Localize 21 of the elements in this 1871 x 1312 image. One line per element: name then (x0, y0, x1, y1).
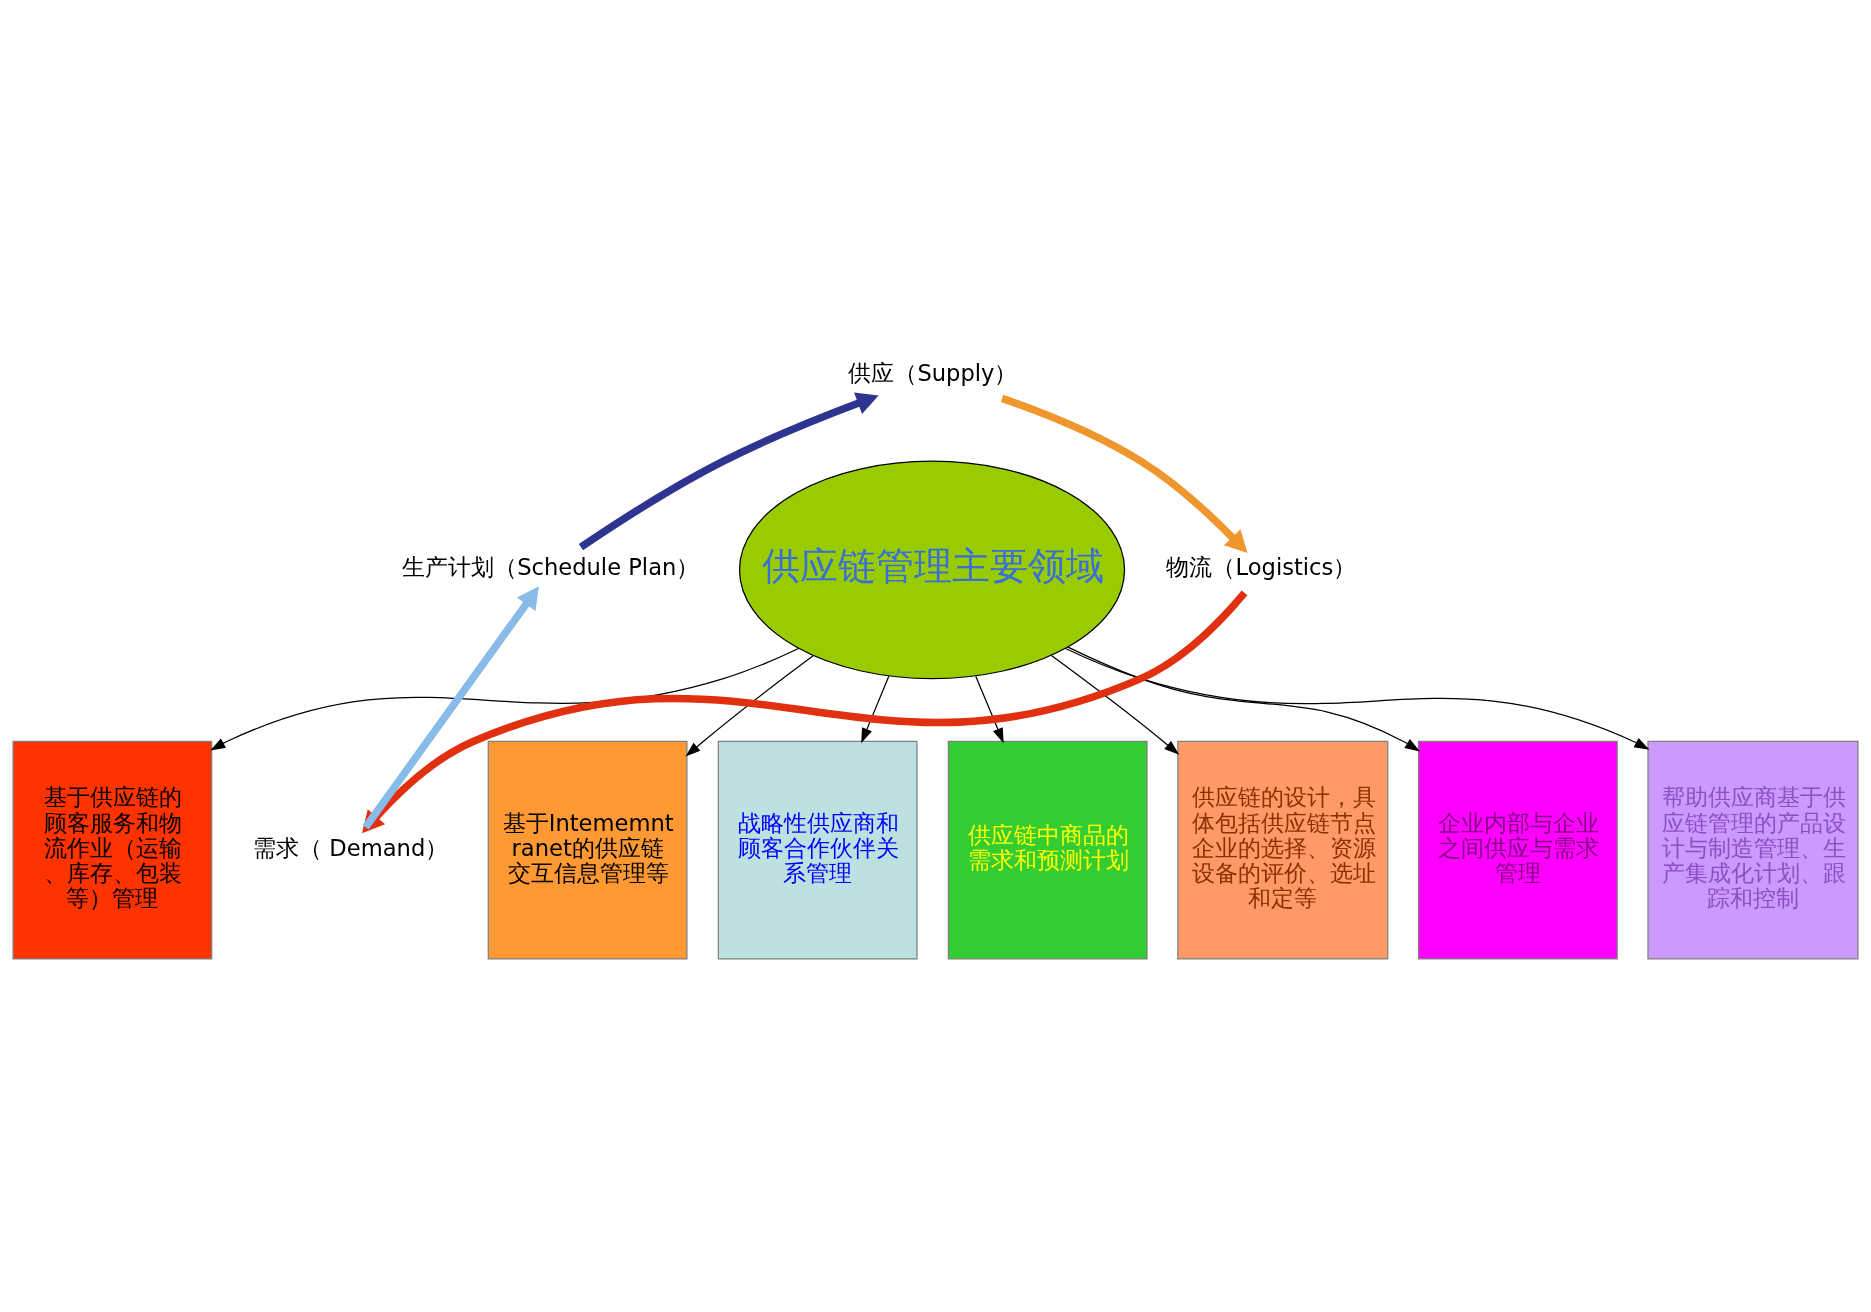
arrow (975, 675, 1004, 744)
arrow (1064, 647, 1650, 750)
node-box: 战略性供应商和顾客合作伙伴关系管理 (717, 740, 918, 960)
node-box: 供应链的设计，具体包括供应链节点企业的选择、资源设备的评价、选址和定等 (1177, 740, 1389, 960)
arrow (362, 586, 539, 830)
node-text: 生产计划（Schedule Plan） (402, 554, 700, 581)
node-box: 企业内部与企业之间供应与需求管理 (1417, 740, 1618, 960)
arrow (685, 655, 814, 757)
arrow (578, 392, 879, 551)
node-text: 需求（ Demand） (253, 834, 449, 861)
node-text: 物流（Logistics） (1166, 554, 1357, 581)
node-box: 帮助供应商基于供应链管理的产品设计与制造管理、生产集成化计划、跟踪和控制 (1647, 740, 1859, 960)
arrow (1050, 655, 1180, 755)
arrow (861, 675, 890, 744)
node-ellipse: 供应链管理主要领域 (738, 460, 1126, 680)
node-box: 基于供应链的顾客服务和物流作业（运输、库存、包装等）管理 (12, 740, 213, 960)
arrow (1067, 646, 1420, 752)
arrow (1000, 394, 1248, 554)
node-box: 基于Intememntranet的供应链交互信息管理等 (487, 740, 688, 960)
node-text: 供应（Supply） (848, 360, 1018, 387)
node-box: 供应链中商品的需求和预测计划 (947, 740, 1148, 960)
